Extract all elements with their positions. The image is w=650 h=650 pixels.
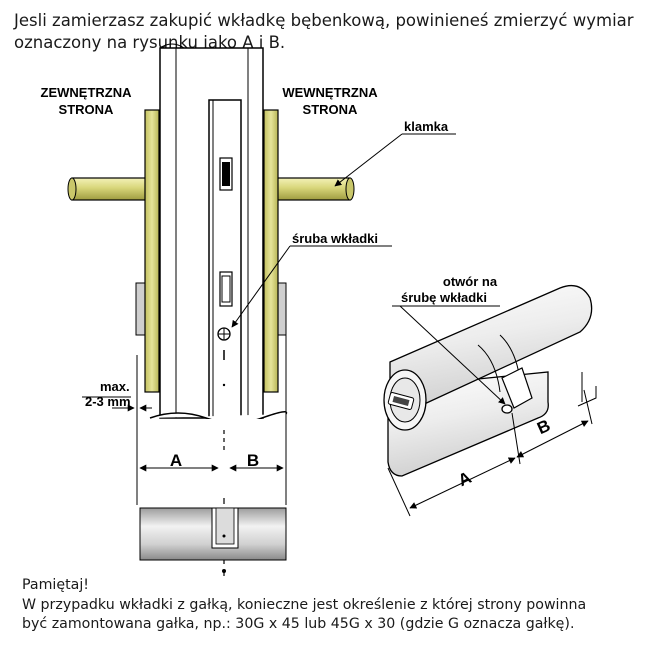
dim-a-right-label: A: [455, 468, 474, 490]
hole-label-2: śrubę wkładki: [401, 290, 487, 305]
handle-right: [275, 177, 351, 201]
cylinder-3d: otwór na śrubę wkładki A B: [383, 274, 597, 517]
outer-side-label-1: ZEWNĘTRZNA: [41, 85, 133, 100]
dim-a-label: A: [170, 451, 182, 470]
hole-label-1: otwór na: [443, 274, 498, 289]
reminder-note: Pamiętaj! W przypadku wkładki z gałką, k…: [22, 576, 642, 635]
note-heading: Pamiętaj!: [22, 577, 89, 593]
handle-left: [71, 177, 153, 201]
note-line-1: W przypadku wkładki z gałką, konieczne j…: [22, 596, 587, 613]
escutcheon-left: [144, 109, 160, 393]
inner-side-label-1: WEWNĘTRZNA: [282, 85, 378, 100]
max-label-2: 2-3 mm: [85, 394, 131, 409]
dim-b-label: B: [247, 451, 259, 470]
screw-hole: [501, 404, 513, 414]
cylinder-bottom: [139, 507, 287, 573]
max-label-1: max.: [100, 379, 130, 394]
screw-label: śruba wkładki: [292, 231, 378, 246]
note-line-2: być zamontowana gałka, np.: 30G x 45 lub…: [22, 616, 575, 632]
inner-side-label-2: STRONA: [303, 102, 359, 117]
outer-side-label-2: STRONA: [59, 102, 115, 117]
dim-b-right-label: B: [534, 416, 553, 438]
door-section: A B max. 2-3 mm ZEWNĘTRZNA STRONA WEWNĘT…: [41, 43, 456, 578]
lock-body: [208, 99, 242, 419]
handle-label: klamka: [404, 119, 449, 134]
escutcheon-right: [263, 109, 279, 393]
